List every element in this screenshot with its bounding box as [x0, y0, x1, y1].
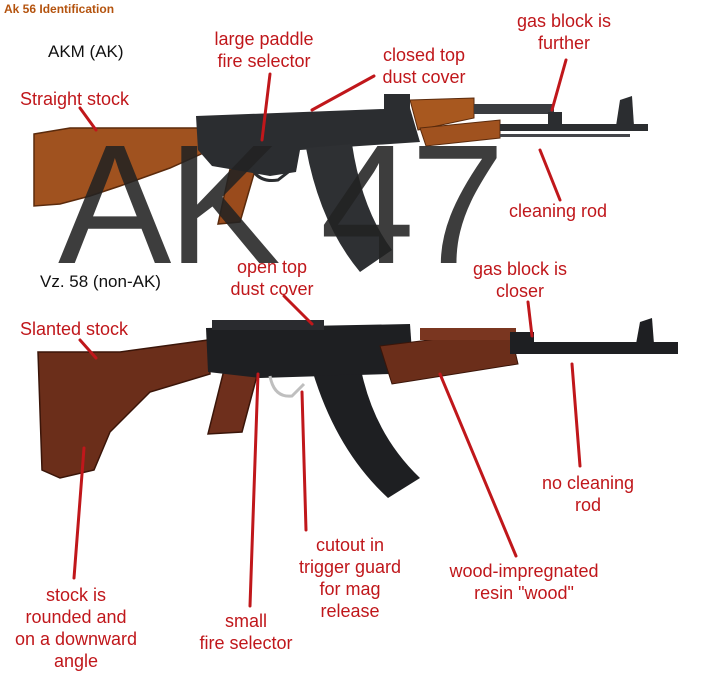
label-small-fire-selector: small fire selector [199, 611, 293, 653]
label-closed-top-dust-cover: closed top dust cover [382, 45, 466, 87]
vz58-pistol-grip [207, 369, 259, 435]
vz58-receiver [206, 324, 412, 378]
akm-front-sight [616, 96, 634, 126]
label-large-paddle-selector: large paddle fire selector [214, 29, 314, 71]
label-gas-block-further: gas block is further [516, 11, 612, 53]
label-cutout-trigger-guard: cutout in trigger guard for mag release [298, 535, 402, 621]
akm-rifle [33, 94, 648, 272]
page-title: Ak 56 Identification [4, 2, 115, 16]
akm-handguard [409, 97, 475, 131]
akm-stock [33, 127, 211, 207]
label-wood-impregnated-resin: wood-impregnated resin "wood" [449, 561, 599, 603]
vz58-trigger-guard [268, 375, 306, 398]
label-gas-block-closer: gas block is closer [472, 259, 568, 301]
akm-trigger-guard [246, 157, 297, 183]
vz58-front-sight [636, 318, 654, 344]
akm-receiver [196, 108, 420, 176]
label-cleaning-rod: cleaning rod [508, 201, 608, 221]
vz58-rifle [37, 318, 678, 498]
vz58-magazine [314, 374, 420, 498]
label-open-top-dust-cover: open top dust cover [230, 257, 314, 299]
vz58-stock [37, 339, 211, 479]
vz58-barrel [530, 342, 678, 354]
akm-gas-block [548, 112, 562, 130]
model-vz58-label: Vz. 58 (non-AK) [40, 272, 161, 291]
akm-cleaning-rod [500, 134, 630, 137]
label-stock-rounded: stock is rounded and on a downward angle [14, 585, 138, 671]
model-akm-label: AKM (AK) [48, 42, 124, 61]
akm-magazine [306, 144, 392, 272]
vz58-gas-block [510, 332, 534, 354]
label-slanted-stock: Slanted stock [20, 319, 129, 339]
label-straight-stock: Straight stock [20, 89, 130, 109]
akm-gas-tube [474, 104, 554, 114]
label-no-cleaning-rod: no cleaning rod [541, 473, 635, 515]
akm-barrel [500, 124, 648, 131]
leader-lines [72, 58, 582, 608]
